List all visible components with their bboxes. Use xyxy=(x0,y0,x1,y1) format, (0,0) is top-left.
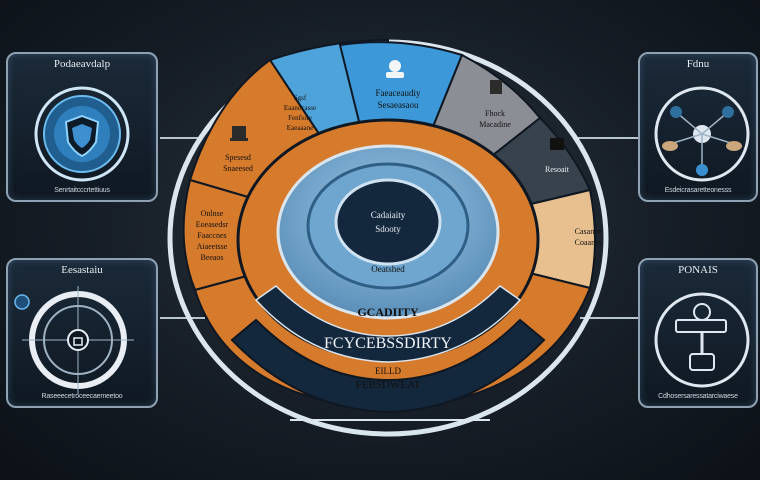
segment-left-blue-line-4: Eaeaaane xyxy=(287,124,313,132)
panel-bottom-right: PONAIS Cdhosersaressatarciwaese xyxy=(638,258,758,408)
segment-orange-left-lower-line-3: Faaccnes xyxy=(197,231,226,240)
panel-top-left-title: Podaeavdalp xyxy=(53,58,111,70)
server-icon xyxy=(550,138,564,150)
core-label-line-1: Cadaiaity xyxy=(371,210,406,220)
segment-dark-right-line-1: Resoait xyxy=(545,165,570,174)
band-label-2: FCYCEBSSDIRTY xyxy=(324,335,452,352)
segment-orange-left-upper-line-1: Spesesd xyxy=(225,153,251,162)
panel-bottom-left: Eesastaiu Raseeecetroceecaemeetoo xyxy=(6,258,158,408)
segment-tan-right-line-2: Coaanss xyxy=(575,238,602,247)
segment-gray-line-2: Macadine xyxy=(479,120,511,129)
network-hub-icon xyxy=(654,86,750,182)
segment-left-blue-line-3: Fenfiore xyxy=(288,114,312,122)
lock-icon xyxy=(386,60,404,78)
lock-device-icon xyxy=(654,292,750,388)
band-label-1: GCADIITY xyxy=(357,305,419,319)
shield-icon xyxy=(34,86,130,182)
panel-bottom-right-caption: Cdhosersaressatarciwaese xyxy=(658,393,738,400)
ring-label: Oeatshed xyxy=(371,264,405,274)
panel-bottom-left-title: Eesastaiu xyxy=(61,264,103,276)
segment-left-blue-line-1: Sgsf xyxy=(294,94,307,102)
segment-top-blue-line-1: Faeaceaudiy xyxy=(376,88,421,98)
panel-top-right: Fdnu Esdeicrasaretteonesss xyxy=(638,52,758,202)
panel-top-right-title: Fdnu xyxy=(686,58,710,70)
segment-orange-left-lower-line-1: Onlnse xyxy=(201,209,224,218)
segment-left-blue-line-2: Eaanocasse xyxy=(284,104,316,112)
navy-band-outer xyxy=(230,318,546,414)
core-center xyxy=(334,178,442,266)
panel-bottom-right-title: PONAIS xyxy=(678,264,718,276)
core-label-line-2: Sdooty xyxy=(375,224,401,234)
band-label-3-line-1: EILLD xyxy=(375,366,401,376)
document-icon xyxy=(230,126,248,141)
segment-top-blue-line-2: Sesaeasaou xyxy=(378,100,419,110)
band-label-3-line-2: FEBSDWEAT xyxy=(356,379,421,391)
panel-top-left-caption: Senrtaitcccrtettiuus xyxy=(54,187,110,194)
panel-bottom-left-caption: Raseeecetroceecaemeetoo xyxy=(41,393,123,400)
panel-top-left: Podaeavdalp Senrtaitcccrtettiuus xyxy=(6,52,158,202)
segment-orange-left-lower-line-4: Aiaeetsse xyxy=(197,242,228,251)
segment-gray-line-1: Fhock xyxy=(485,109,505,118)
segment-orange-left-lower-line-2: Eoeasedsr xyxy=(196,220,229,229)
lock-target-icon xyxy=(14,286,134,394)
folder-icon xyxy=(490,80,502,94)
segment-tan-right-line-1: Casanee xyxy=(575,227,602,236)
segment-orange-left-upper-line-2: Snaeesed xyxy=(223,164,253,173)
segment-orange-left-lower-line-5: Beeaos xyxy=(200,253,223,262)
navy-band-inner xyxy=(254,285,522,363)
panel-top-right-caption: Esdeicrasaretteonesss xyxy=(664,187,732,194)
